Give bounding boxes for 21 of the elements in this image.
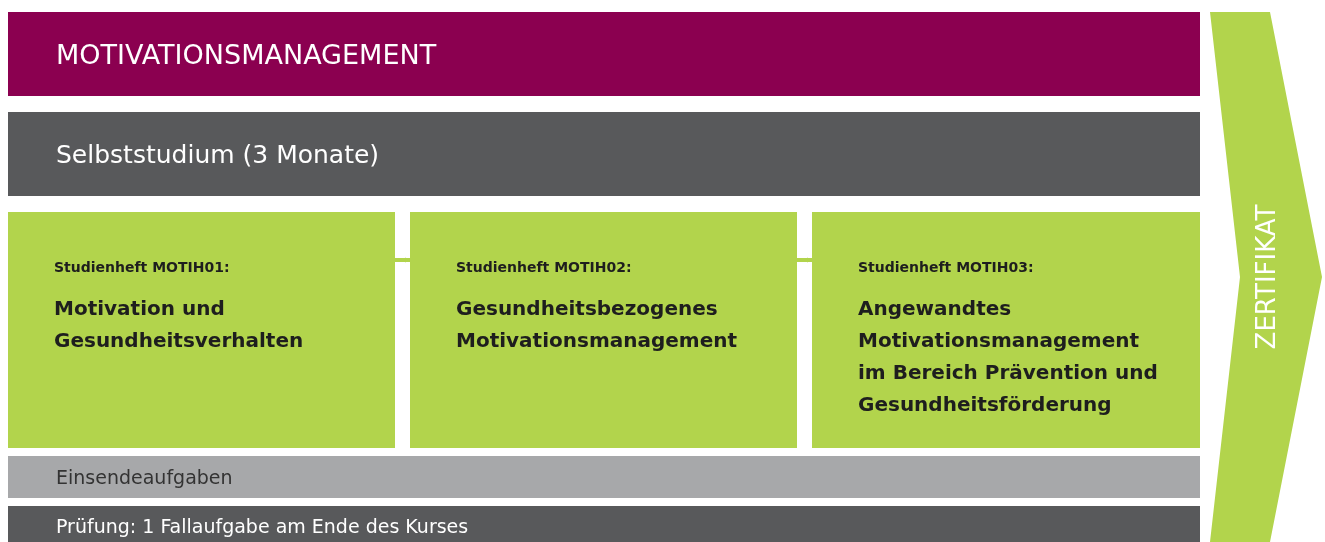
- module-title: Angewandtes Motivationsmanagement im Bereich Prävention und Gesundheitsförderung: [858, 295, 1159, 418]
- certificate-arrow: [1210, 12, 1322, 542]
- phase-band: [8, 112, 1200, 196]
- title-band: [8, 12, 1200, 96]
- band-label: Prüfung: 1 Fallaufgabe am Ende des Kurses: [56, 515, 469, 537]
- module-box: [812, 212, 1200, 448]
- band-label: Selbststudium (3 Monate): [56, 139, 380, 169]
- assignment-band: [8, 456, 1200, 498]
- module-title: Motivation und Gesundheitsverhalten: [54, 295, 305, 354]
- chevron-arrow: [395, 257, 410, 263]
- module-code: Studienheft MOTIH02:: [456, 258, 633, 276]
- module-code: Studienheft MOTIH01:: [54, 258, 231, 276]
- band-label: Einsendeaufgaben: [56, 466, 233, 488]
- module-box: [410, 212, 797, 448]
- exam-band: [8, 506, 1200, 542]
- chevron-arrow: [797, 257, 812, 263]
- module-code: Studienheft MOTIH03:: [858, 258, 1035, 276]
- module-box: [8, 212, 395, 448]
- certificate-label: ZERTIFIKAT: [1251, 204, 1281, 350]
- module-title: Gesundheitsbezogenes Motivationsmanagement: [456, 295, 739, 354]
- title-text: MOTIVATIONSMANAGEMENT: [56, 38, 437, 70]
